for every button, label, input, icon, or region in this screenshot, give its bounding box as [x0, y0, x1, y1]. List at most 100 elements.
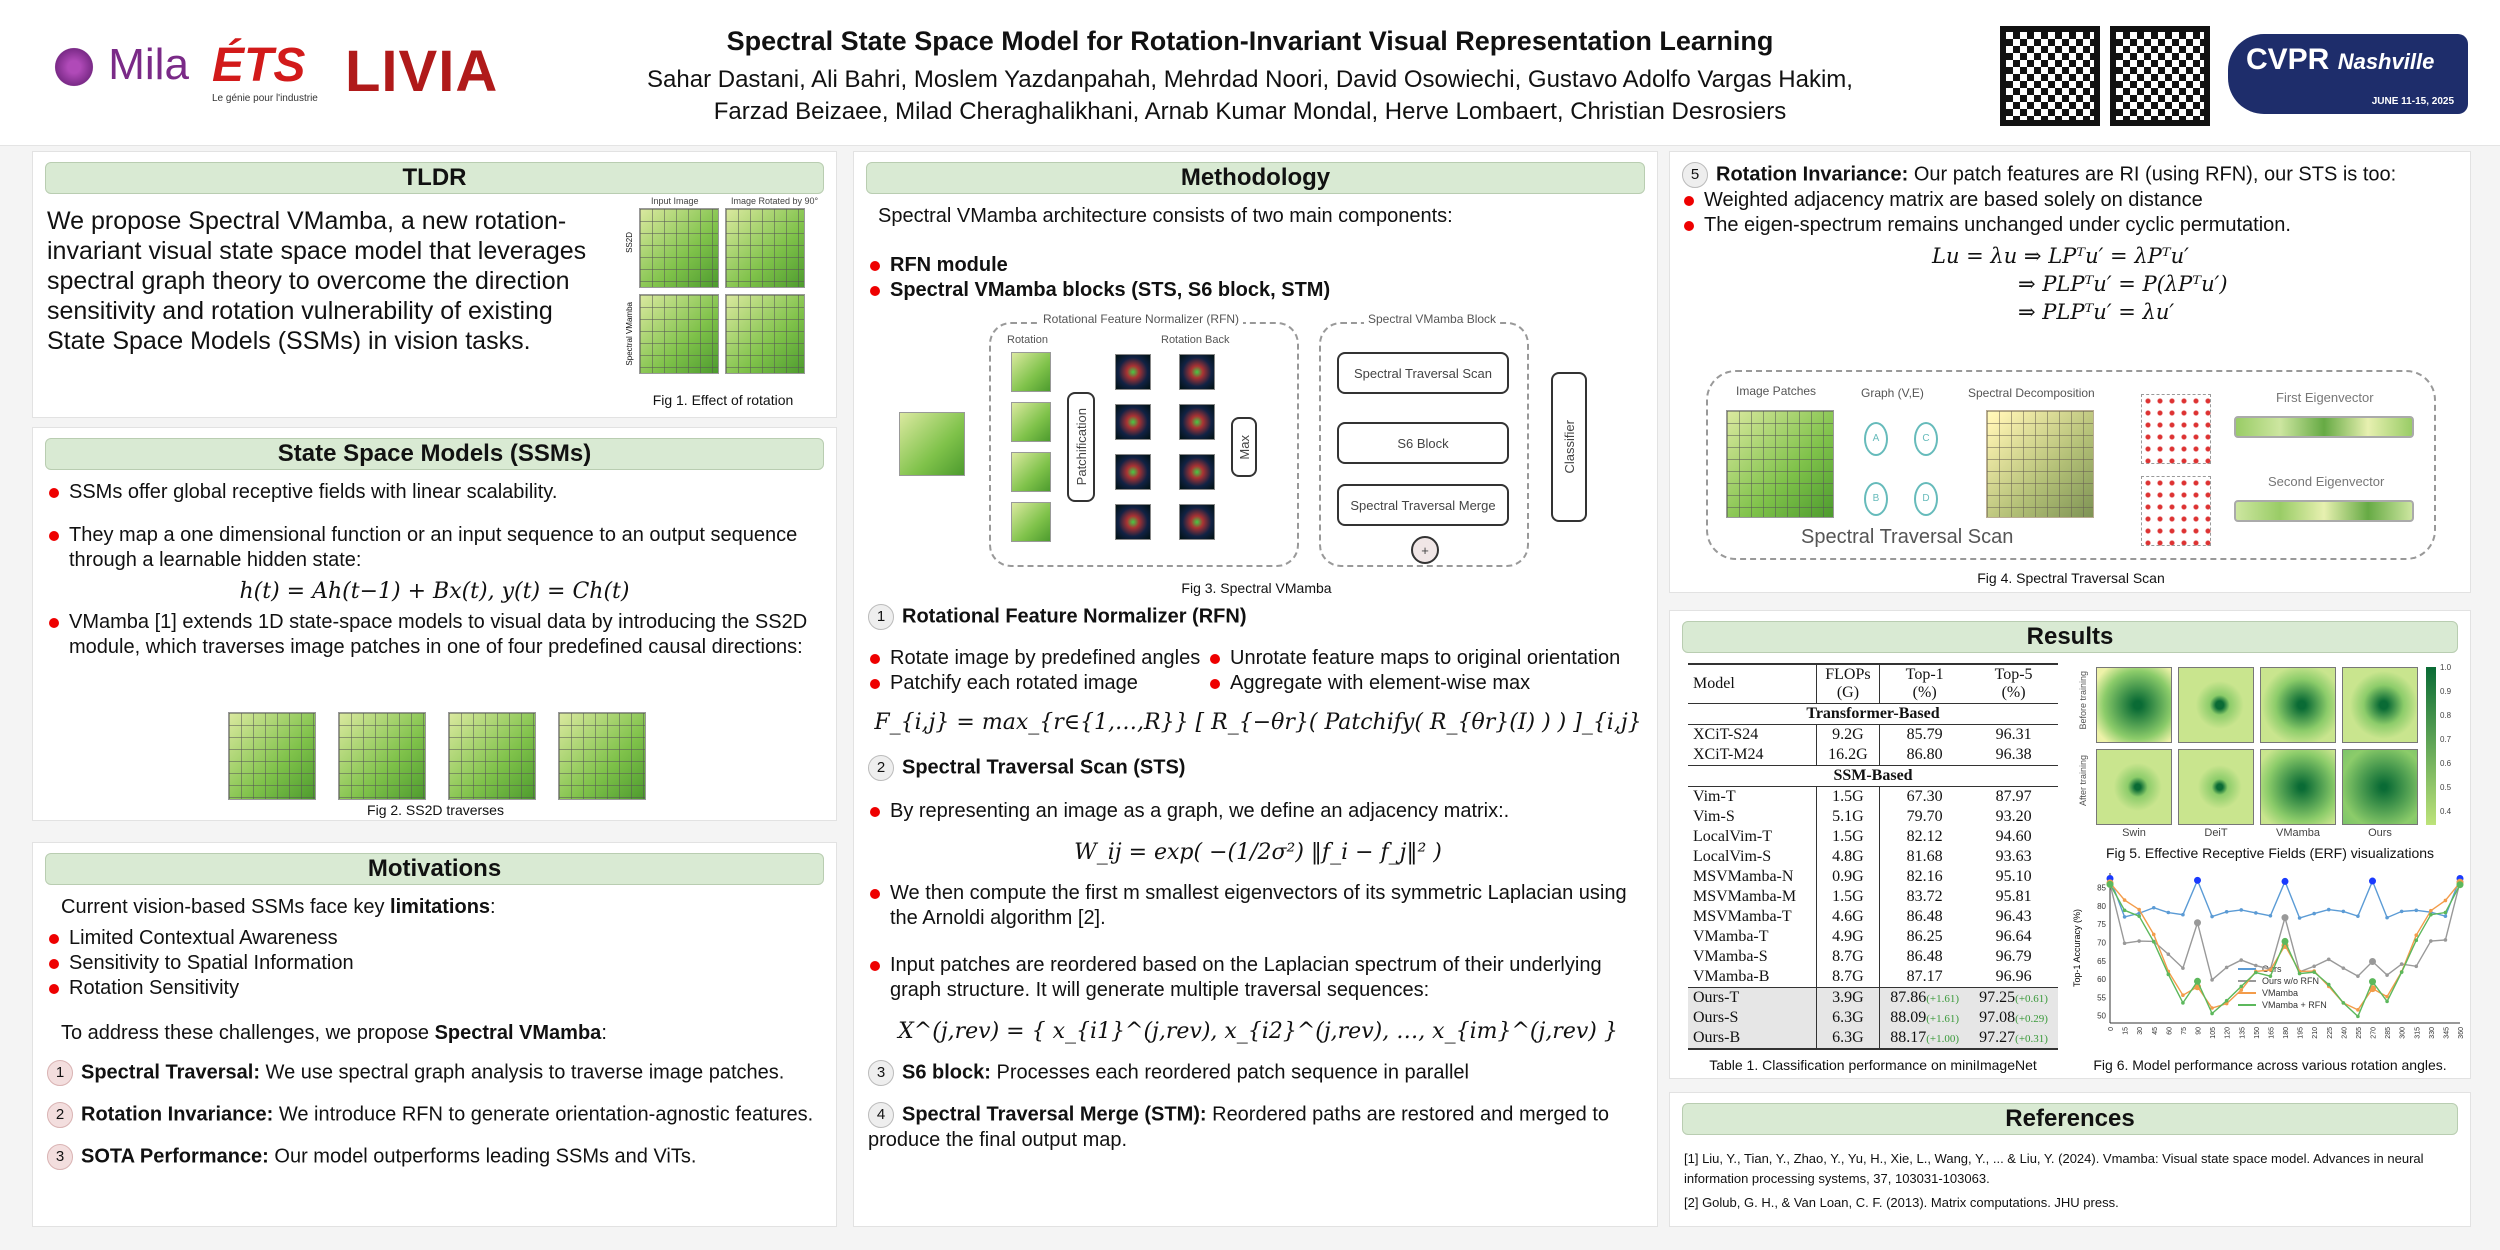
column-header: Model — [1688, 664, 1817, 704]
rfn-equation: F_{i,j} = max_{r∈{1,…,R}} [ R_{−θr}( Pat… — [874, 710, 1642, 735]
ssm-equation: h(t) = Ah(t−1) + Bx(t), y(t) = Ch(t) — [239, 579, 630, 604]
table-cell: 85.79 — [1906, 726, 1943, 743]
data-point — [2429, 939, 2433, 943]
x-tick-label: 345 — [2443, 1027, 2450, 1039]
fig4-caption: Fig 4. Spectral Traversal Scan — [1977, 570, 2165, 586]
data-point — [2210, 914, 2214, 919]
erf-column-label: Swin — [2122, 827, 2146, 839]
data-point — [2268, 914, 2273, 918]
table-cell: 95.81 — [1995, 888, 2032, 905]
references-heading: References — [1682, 1103, 2458, 1135]
data-point — [2356, 1008, 2360, 1012]
data-point — [2106, 880, 2114, 888]
data-point — [2369, 877, 2376, 885]
data-point — [2281, 937, 2289, 945]
motivations-proposal: To address these challenges, we propose … — [61, 1022, 607, 1044]
ssm-bullet: VMamba [1] extends 1D state-space models… — [47, 610, 822, 660]
ri-equations: Lu = λu ⇒ LPᵀu′ = λPᵀu′⇒ PLPᵀu′ = P(λPᵀu… — [1932, 244, 2228, 324]
table-cell: 87.97 — [1995, 788, 2032, 805]
data-point — [2122, 908, 2127, 913]
data-point — [2268, 968, 2273, 972]
table-cell: Vim-T — [1693, 788, 1736, 805]
table-cell: 96.96 — [1969, 967, 2058, 988]
data-point — [2399, 970, 2404, 974]
table-cell: 86.80 — [1879, 745, 1970, 766]
column-header: Top-1(%) — [1879, 664, 1970, 704]
component-item: RFN module — [868, 253, 1643, 278]
x-tick-label: 75 — [2181, 1027, 2188, 1035]
erf-heatmap — [2096, 667, 2172, 743]
legend-label: VMamba — [2262, 988, 2298, 998]
rfn-bullet: Patchify each rotated image — [868, 671, 1208, 696]
table-cell: 86.25 — [1906, 928, 1943, 945]
data-point — [2281, 877, 2289, 885]
data-point — [2312, 911, 2316, 916]
ssm-panel: State Space Models (SSMs) SSMs offer glo… — [32, 427, 837, 821]
mila-logo: Mila — [52, 40, 189, 90]
table-cell: 82.12 — [1906, 828, 1943, 845]
x-tick-label: 255 — [2356, 1027, 2363, 1039]
colorbar-tick: 0.7 — [2440, 735, 2452, 744]
table-cell: Vim-S — [1693, 808, 1735, 825]
data-point — [2224, 909, 2229, 914]
table-cell: 93.63 — [1995, 848, 2032, 865]
data-point — [2224, 1001, 2229, 1006]
data-point — [2210, 1011, 2214, 1016]
data-point — [2429, 908, 2433, 913]
table-cell: 94.60 — [1995, 828, 2032, 845]
reference-item: [2] Golub, G. H., & Van Loan, C. F. (201… — [1684, 1195, 2119, 1210]
data-point — [2385, 915, 2389, 920]
data-point — [2194, 977, 2201, 985]
data-point — [2414, 908, 2419, 913]
tldr-text: We propose Spectral VMamba, a new rotati… — [47, 207, 587, 355]
rotation-effect-figure: Input Image Image Rotated by 90° SS2D Sp… — [623, 196, 823, 386]
table-cell: XCiT-M24 — [1688, 745, 1817, 766]
data-point — [2385, 999, 2389, 1004]
x-tick-label: 105 — [2210, 1027, 2217, 1039]
qr-code-github[interactable] — [2110, 26, 2210, 126]
tldr-heading: TLDR — [45, 162, 824, 194]
data-point — [2151, 932, 2156, 937]
data-point — [2166, 972, 2171, 977]
traversal-equation: X^(j,rev) = { x_{i1}^(j,rev), x_{i2}^(j,… — [898, 1019, 1618, 1044]
reference-item: [1] Liu, Y., Tian, Y., Zhao, Y., Yu, H.,… — [1684, 1151, 2424, 1186]
table1-caption: Table 1. Classification performance on m… — [1709, 1057, 2037, 1073]
x-tick-label: 300 — [2400, 1027, 2407, 1039]
limitation-item: Limited Contextual Awareness — [47, 926, 822, 951]
data-point — [2326, 907, 2331, 912]
ssm-bullet: They map a one dimensional function or a… — [47, 523, 822, 573]
ss2d-traverse-figure — [228, 712, 648, 800]
x-tick-label: 135 — [2239, 1027, 2246, 1039]
qr-code-paper[interactable] — [2000, 26, 2100, 126]
data-point — [2210, 1006, 2214, 1010]
table-cell: LocalVim-T — [1693, 828, 1773, 845]
data-point — [2224, 998, 2229, 1003]
x-tick-label: 0 — [2108, 1027, 2115, 1031]
data-point — [2137, 907, 2141, 912]
motivations-panel: Motivations Current vision-based SSMs fa… — [32, 842, 837, 1227]
data-point — [2341, 1001, 2346, 1005]
table-cell: 1.5G — [1815, 827, 1881, 847]
table-group-row: Transformer-Based — [1688, 703, 2058, 725]
data-point — [2356, 974, 2360, 978]
column-header: Top-5(%) — [1969, 664, 2058, 704]
rfn-bullet: Rotate image by predefined angles — [868, 646, 1208, 671]
data-point — [2239, 958, 2244, 962]
data-point — [2399, 909, 2404, 914]
erf-heatmap — [2178, 667, 2254, 743]
data-point — [2443, 898, 2448, 903]
table-cell: 1.5G — [1815, 786, 1881, 807]
x-tick-label: 240 — [2341, 1027, 2348, 1039]
legend-label: VMamba + RFN — [2262, 1000, 2327, 1010]
erf-heatmap — [2260, 667, 2336, 743]
